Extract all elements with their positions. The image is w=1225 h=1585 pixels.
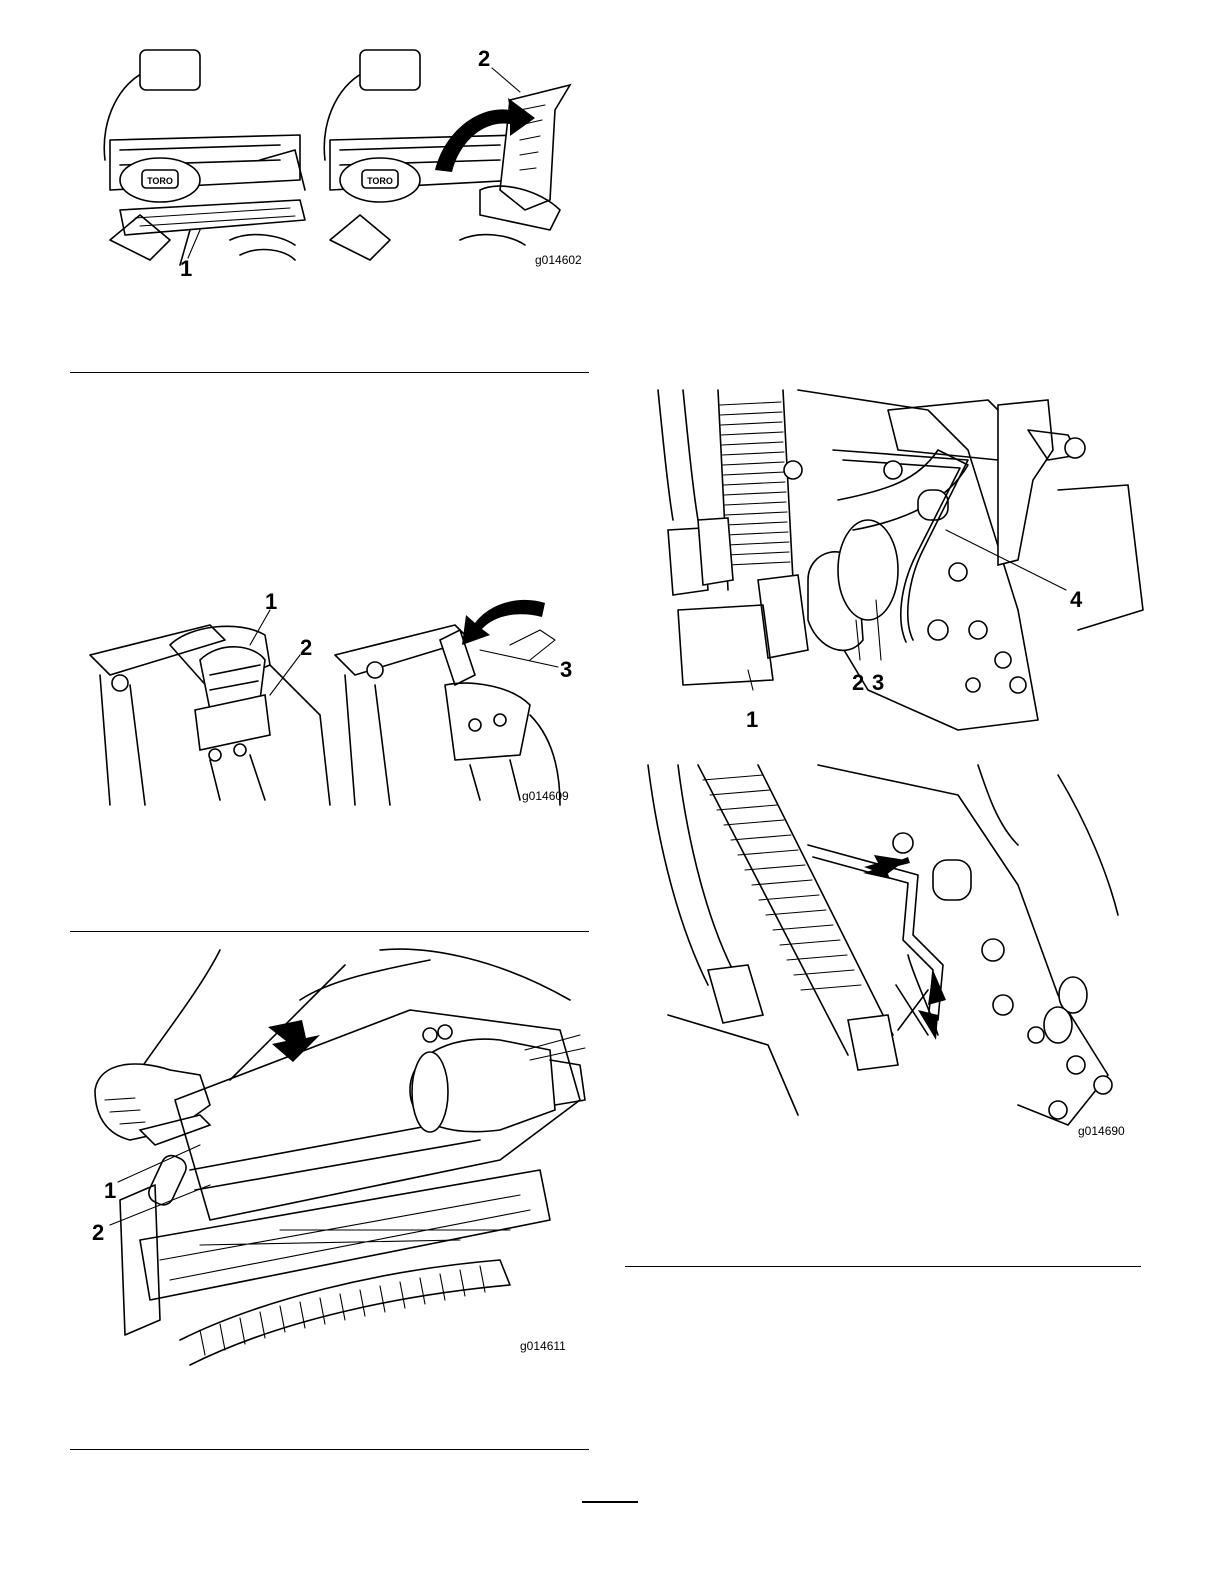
figure-code: g014602 (535, 253, 582, 267)
callout-4: 4 (1070, 587, 1083, 612)
figure-g014690-illustration: g014690 (638, 765, 1148, 1145)
figure-g014609-illustration: 1 2 3 g014609 (90, 585, 590, 810)
section-divider (70, 1449, 589, 1450)
callout-1: 1 (746, 707, 758, 732)
figure-g014611-illustration: 1 2 g014611 (80, 940, 590, 1370)
brand-label-right: TORO (367, 176, 393, 186)
figure-g014602: TORO TORO 1 2 g014602 (80, 40, 590, 290)
brand-label-left: TORO (147, 176, 173, 186)
callout-1: 1 (265, 589, 277, 614)
figure-code: g014611 (520, 1339, 566, 1353)
callout-3: 3 (560, 657, 572, 682)
page-number-rule (582, 1501, 638, 1503)
figure-detail-1: 1 2 3 4 (638, 390, 1148, 735)
section-divider (70, 931, 589, 932)
callout-1: 1 (104, 1178, 116, 1203)
section-divider (70, 372, 589, 373)
callout-2: 2 (92, 1220, 104, 1245)
figure-code: g014690 (1078, 1124, 1125, 1138)
callout-1: 1 (180, 256, 192, 281)
figure-detail-1-illustration: 1 2 3 4 (638, 390, 1148, 735)
figure-g014609: 1 2 3 g014609 (90, 585, 590, 810)
figure-g014611: 1 2 g014611 (80, 940, 590, 1370)
figure-g014602-illustration: TORO TORO 1 2 g014602 (80, 40, 590, 290)
callout-3: 3 (872, 670, 884, 695)
section-divider (625, 1266, 1141, 1267)
callout-2: 2 (300, 635, 312, 660)
figure-g014690: g014690 (638, 765, 1148, 1145)
figure-code: g014609 (522, 789, 569, 803)
callout-2: 2 (478, 46, 490, 71)
callout-2: 2 (852, 670, 864, 695)
